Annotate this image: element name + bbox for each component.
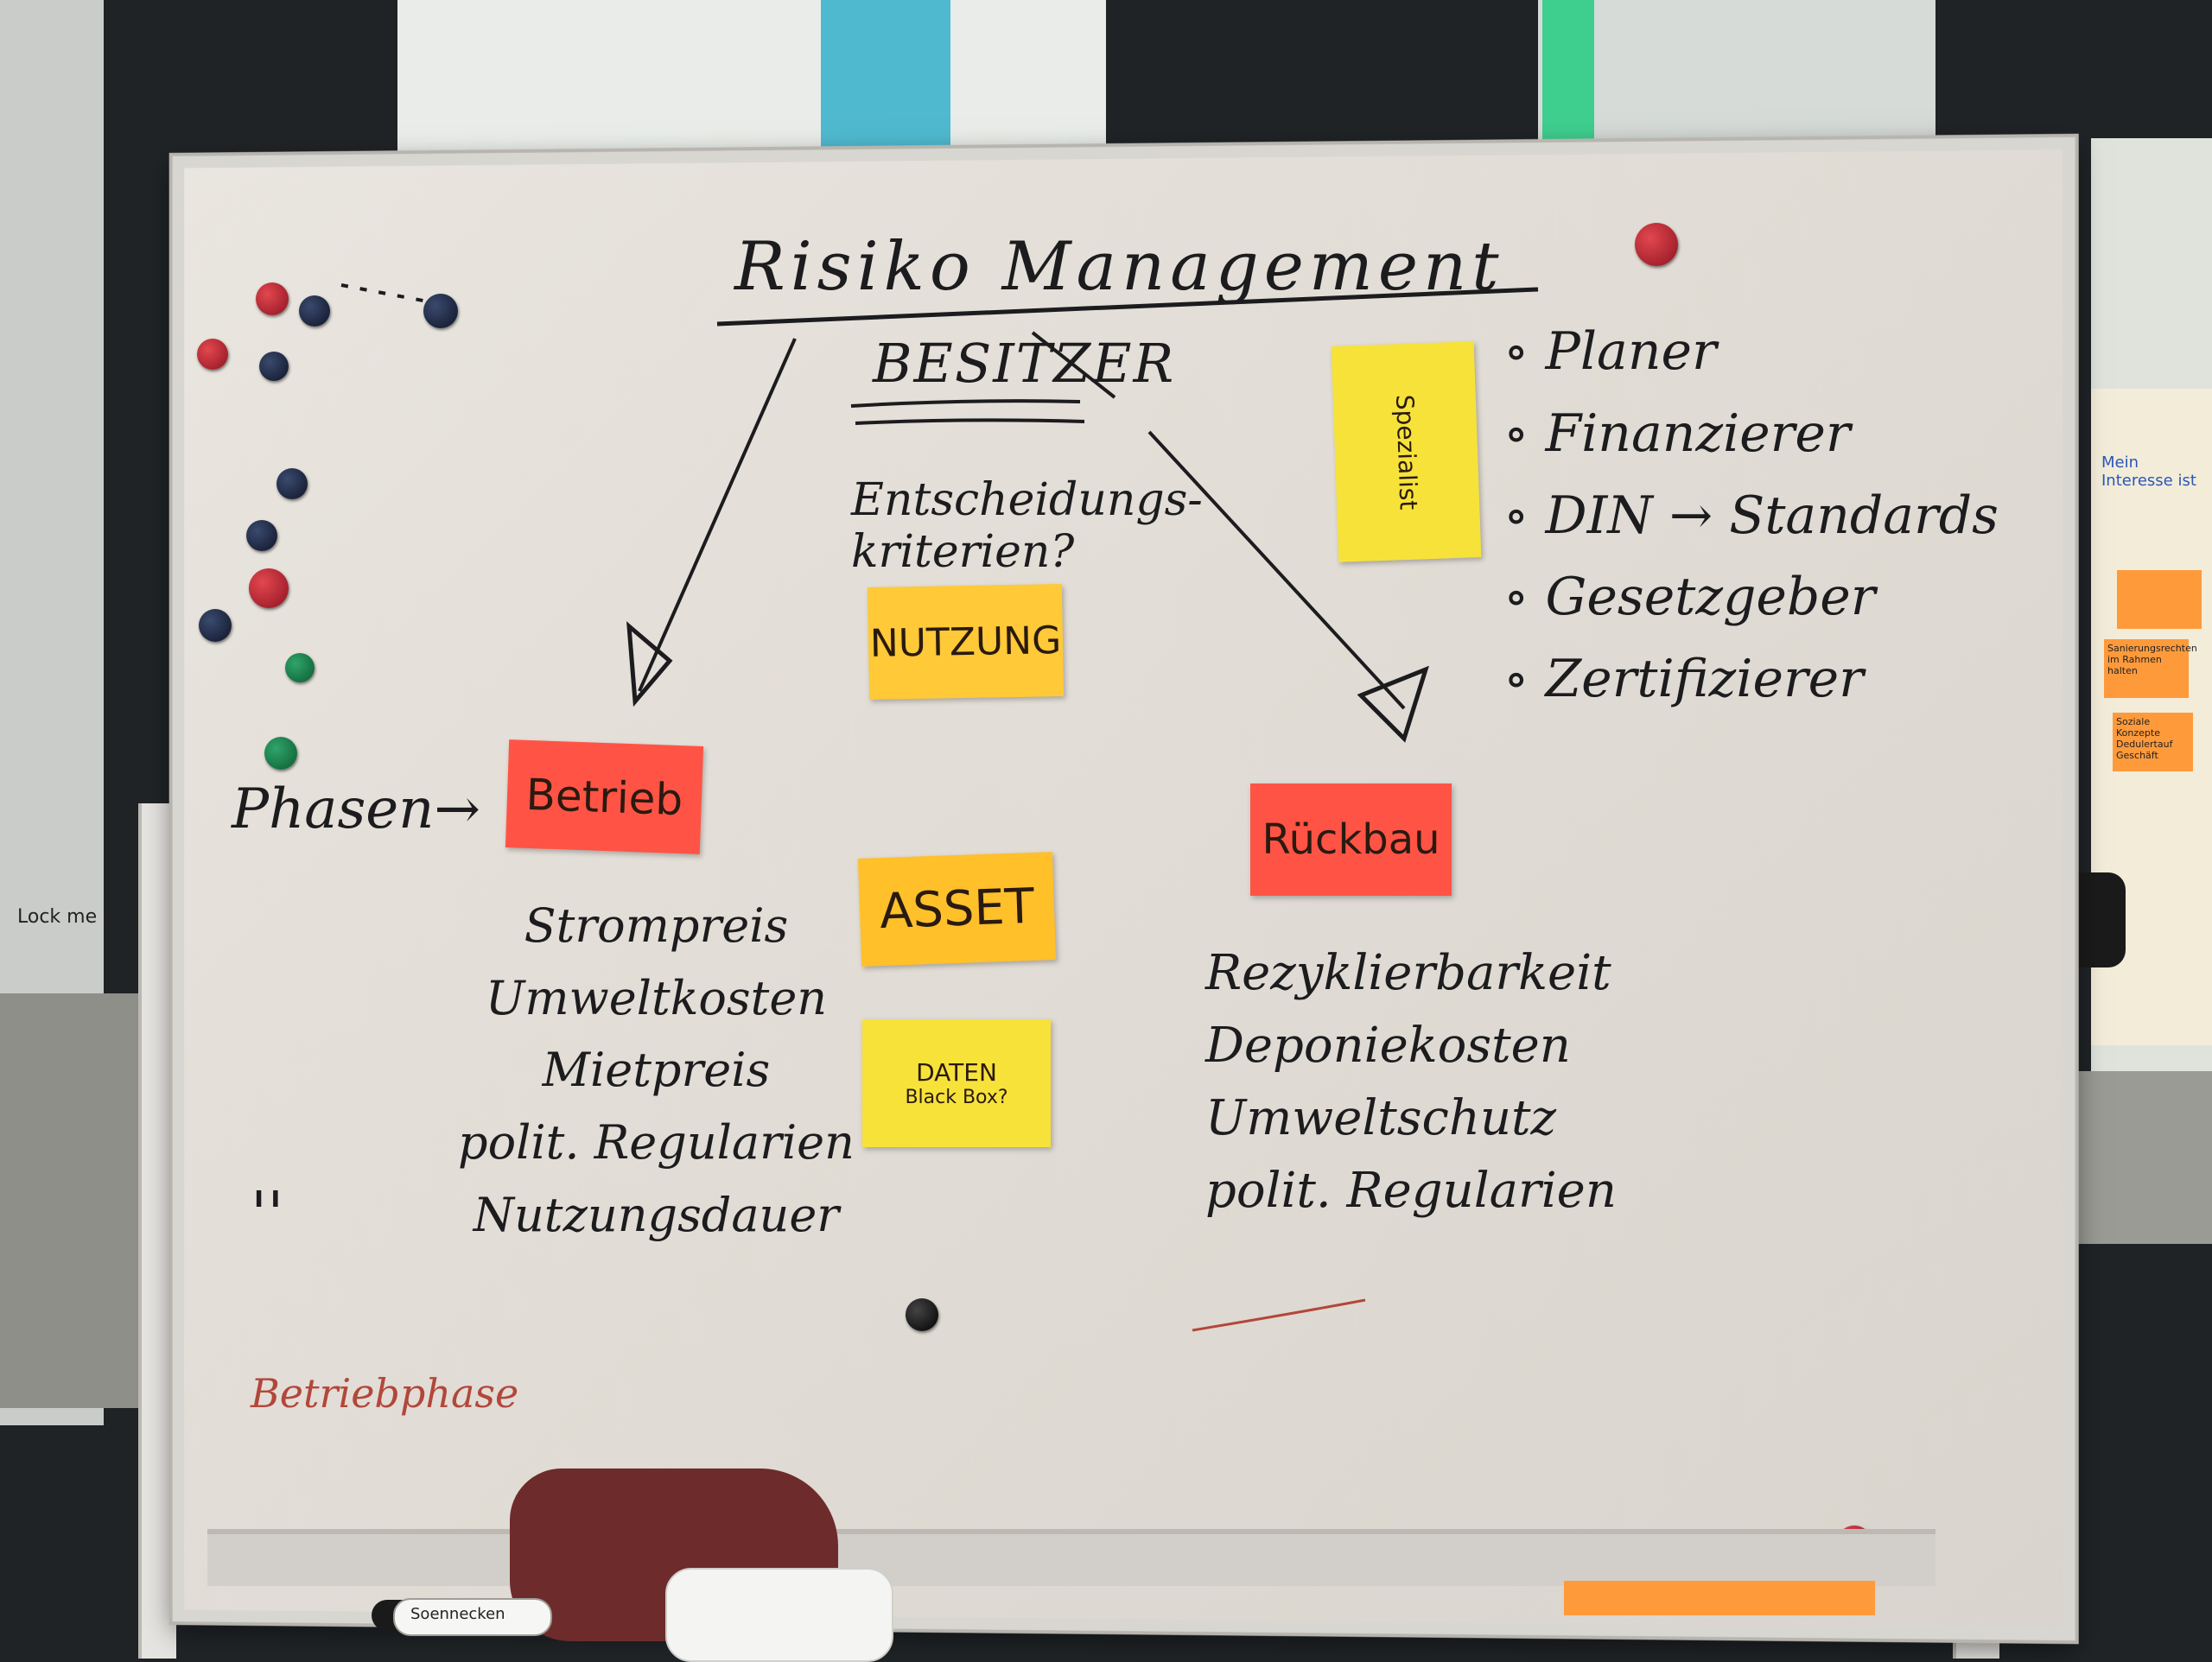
- sticky-note-data: DATEN Black Box?: [862, 1019, 1051, 1147]
- magnet[interactable]: [264, 737, 297, 770]
- owner-underline: [850, 399, 1081, 408]
- list-item: Deponiekosten: [1205, 1018, 1571, 1074]
- sticky-note-operation: Betrieb: [505, 739, 704, 854]
- list-item: Nutzungsdauer: [473, 1187, 840, 1242]
- criteria-question: Entscheidungs- kriterien?: [851, 474, 1203, 578]
- magnet[interactable]: [256, 282, 289, 315]
- magnet[interactable]: [285, 653, 315, 682]
- red-mark: [1192, 1298, 1366, 1332]
- magnet[interactable]: [1635, 223, 1678, 266]
- tally-marks: '': [251, 1178, 284, 1249]
- magnet[interactable]: [197, 339, 228, 370]
- title-underline: [716, 287, 1539, 327]
- stakeholder-item: ∘ Planer: [1503, 321, 1717, 382]
- magnet[interactable]: [299, 295, 330, 327]
- sticky-note-specialist: Spezialist: [1331, 341, 1482, 562]
- whiteboard-marker[interactable]: [393, 1598, 552, 1636]
- sticky-note-dismantling: Rückbau: [1250, 783, 1452, 896]
- list-item: Umweltschutz: [1205, 1090, 1557, 1146]
- owner-strike: [1031, 331, 1116, 399]
- operation-risk-list: Strompreis Umweltkosten Mietpreis polit.…: [458, 890, 855, 1251]
- sticky-note-data-subtitle: Black Box?: [905, 1087, 1008, 1108]
- list-item: polit. Regularien: [1205, 1163, 1617, 1219]
- list-item: Mietpreis: [542, 1043, 771, 1098]
- arrow-left-head: [626, 621, 673, 707]
- stand-knob: [2065, 872, 2126, 967]
- flipchart-note: [2117, 570, 2202, 629]
- flipchart-note: Sanierungsrechten im Rahmen halten: [2104, 639, 2197, 698]
- marker-label: Soennecken: [410, 1605, 505, 1623]
- magnet[interactable]: [259, 352, 289, 381]
- magnet[interactable]: [276, 468, 308, 499]
- sticky-note-asset: ASSET: [857, 852, 1057, 967]
- arrow-right-line: [1147, 430, 1406, 710]
- dotted-line: [340, 283, 433, 304]
- list-item: Strompreis: [524, 898, 789, 953]
- magnet[interactable]: [423, 294, 458, 328]
- flipchart-heading: Mein Interesse ist: [2101, 454, 2196, 490]
- window-top-blue-panel: [821, 0, 950, 147]
- cleaner-spray-bottle[interactable]: [665, 1568, 893, 1662]
- red-marker-note: Betriebphase: [251, 1370, 519, 1417]
- window-top-right: [1538, 0, 1936, 164]
- tray-sticky-note: [1564, 1581, 1875, 1615]
- owner-underline-2: [855, 418, 1085, 425]
- stakeholder-list: ∘ Planer ∘ Finanzierer ∘ DIN → Standards…: [1503, 311, 1999, 720]
- owner-label: BESITZER: [873, 332, 1176, 395]
- stakeholder-item: ∘ Gesetzgeber: [1503, 567, 1876, 628]
- list-item: Umweltkosten: [485, 970, 828, 1025]
- stakeholder-item: ∘ DIN → Standards: [1503, 485, 1999, 546]
- phases-label: Phasen→: [232, 777, 480, 841]
- sticky-note-specialist-text: Spezialist: [1389, 393, 1423, 511]
- sticky-note-usage: NUTZUNG: [867, 584, 1065, 700]
- magnet[interactable]: [199, 609, 232, 642]
- board-title: Risiko Management: [734, 228, 1504, 306]
- stakeholder-item: ∘ Finanzierer: [1503, 403, 1851, 464]
- flipchart-note: Soziale Konzepte Dedulertauf Geschäft: [2113, 713, 2193, 771]
- stakeholder-item: ∘ Zertifizierer: [1503, 649, 1864, 710]
- floor-outside-left: [0, 993, 143, 1408]
- sticky-note-data-title: DATEN: [916, 1058, 997, 1087]
- list-item: Rezyklierbarkeit: [1205, 945, 1611, 1001]
- arrow-right-head: [1357, 665, 1429, 743]
- window-green-panel: [1542, 0, 1594, 155]
- list-item: polit. Regularien: [458, 1115, 855, 1170]
- magnet[interactable]: [249, 568, 289, 608]
- dismantling-risk-list: Rezyklierbarkeit Deponiekosten Umweltsch…: [1205, 937, 1617, 1227]
- magnet[interactable]: [246, 520, 277, 551]
- stand-left: [138, 803, 176, 1659]
- magnet[interactable]: [906, 1298, 938, 1331]
- marker-tray: [207, 1529, 1936, 1586]
- arrow-left-line: [638, 338, 797, 692]
